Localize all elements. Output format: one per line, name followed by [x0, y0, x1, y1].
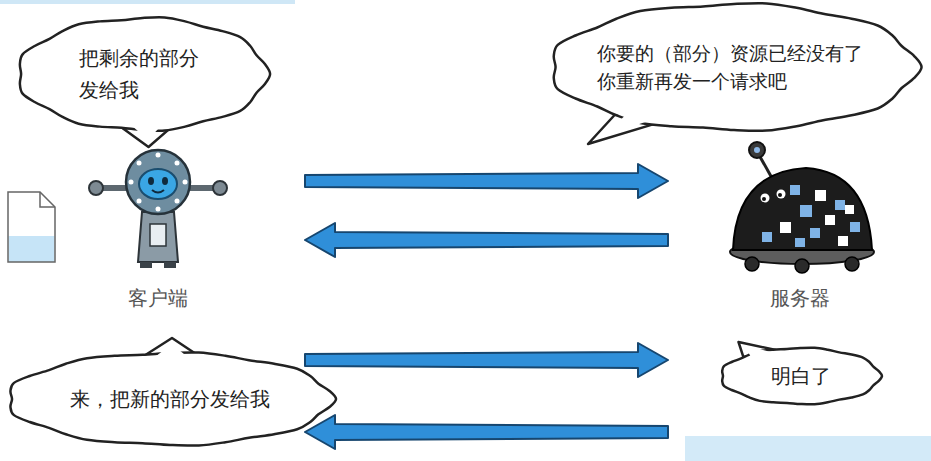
- bubble-outline: [548, 1, 920, 133]
- bubble-body: [10, 352, 336, 445]
- robot-rivet: [129, 180, 134, 185]
- bubble-outline: [15, 15, 270, 133]
- bubble-tail-join: [603, 111, 659, 136]
- robot-foot: [164, 262, 176, 268]
- robot-antenna: [759, 155, 772, 178]
- bubble-tail-join: [130, 124, 163, 140]
- dome-light: [780, 222, 791, 233]
- document-outline: [8, 192, 55, 262]
- dome-light: [825, 215, 835, 225]
- robot-eye: [162, 177, 168, 185]
- robot-foot: [140, 262, 152, 268]
- bubble-body: [722, 348, 882, 405]
- speech-text: 明白了: [771, 360, 831, 392]
- robot-dish-light: [754, 147, 760, 153]
- text-group: 你要的（部分）资源已经没有了 你重新再发一个请求吧: [597, 39, 871, 96]
- dome-light: [850, 222, 860, 232]
- robot-hand: [89, 181, 103, 195]
- flow-arrow: [305, 343, 668, 377]
- robot-face: [139, 169, 177, 199]
- speech-text: 你要的（部分）资源已经没有了 你重新再发一个请求吧: [597, 39, 871, 96]
- actor-label: 服务器: [770, 286, 830, 310]
- dome-light: [795, 238, 805, 247]
- client-robot: [89, 150, 227, 268]
- speech-bubble: 明白了: [718, 345, 883, 407]
- bubble-tail-join: [154, 344, 189, 358]
- text-group: 服务器: [770, 286, 830, 310]
- robot-panel: [150, 224, 166, 246]
- bubble-tail-join: [745, 345, 774, 357]
- document-fold: [40, 192, 55, 207]
- document-icon: [8, 192, 55, 262]
- text-group: 明白了: [771, 360, 831, 392]
- bubble-body: [554, 3, 922, 131]
- robot-mouth: [152, 190, 164, 193]
- robot-eye: [148, 177, 154, 185]
- speech-bubble: 来，把新的部分发给我: [5, 350, 335, 448]
- dome-light: [810, 228, 820, 238]
- flow-arrow: [305, 415, 668, 449]
- text-group: 来，把新的部分发给我: [70, 383, 270, 415]
- robot-rivet: [137, 161, 142, 166]
- robot-rivet: [175, 161, 180, 166]
- speech-bubble: 把剩余的部分 发给我: [15, 15, 270, 133]
- document-page: [8, 192, 55, 262]
- robot-dome: [733, 168, 872, 250]
- dome-light: [762, 232, 772, 242]
- text-group: 客户端: [128, 286, 188, 310]
- robot-rivet: [156, 153, 161, 158]
- dome-light: [800, 205, 812, 217]
- flow-arrow: [305, 164, 668, 198]
- robot-rivet: [137, 199, 142, 204]
- robot-eye: [761, 194, 770, 203]
- speech-text: 把剩余的部分 发给我: [79, 42, 207, 106]
- document-fill: [9, 236, 55, 262]
- robot-pupil: [762, 197, 766, 201]
- dome-light: [845, 205, 854, 214]
- robot-wheel: [745, 257, 759, 271]
- corner-band: [685, 436, 931, 461]
- corner-band: [0, 0, 295, 4]
- speech-bubble: 你要的（部分）资源已经没有了 你重新再发一个请求吧: [548, 1, 920, 133]
- robot-hand: [213, 181, 227, 195]
- text-group: 把剩余的部分 发给我: [79, 42, 207, 106]
- dome-light: [838, 236, 848, 246]
- robot-pupil: [778, 193, 782, 197]
- dome-light: [835, 200, 845, 210]
- dome-light: [790, 185, 800, 195]
- server-robot: [730, 142, 874, 273]
- speech-text: 来，把新的部分发给我: [70, 383, 270, 415]
- robot-wheel: [795, 259, 809, 273]
- robot-body: [138, 212, 178, 262]
- dome-light: [815, 190, 826, 201]
- robot-wheel: [845, 257, 859, 271]
- flow-arrow: [305, 223, 668, 257]
- robot-dish: [749, 142, 765, 158]
- robot-rivet: [175, 199, 180, 204]
- robot-rivet: [183, 180, 188, 185]
- robot-head: [126, 150, 190, 214]
- robot-rivet: [156, 207, 161, 212]
- robot-eye: [777, 190, 786, 199]
- bubble-body: [20, 17, 270, 131]
- actor-label: 客户端: [128, 286, 188, 310]
